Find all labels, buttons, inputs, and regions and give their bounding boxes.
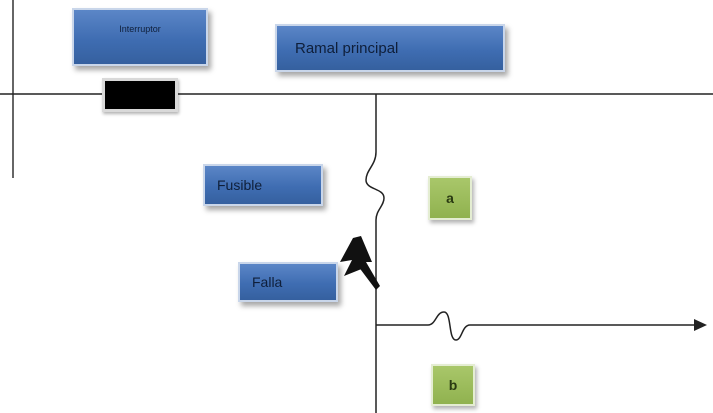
falla-label: Falla	[252, 274, 283, 290]
branch-line-with-fuse	[365, 94, 385, 413]
falla-box: Falla	[238, 262, 338, 302]
ramal-principal-box: Ramal principal	[275, 24, 505, 72]
interruptor-box: Interruptor	[72, 8, 208, 66]
ramal-principal-label: Ramal principal	[295, 39, 399, 57]
point-a-box: a	[428, 176, 472, 220]
lightning-bolt-icon	[340, 236, 380, 290]
fusible-box: Fusible	[203, 164, 323, 206]
interruptor-label: Interruptor	[119, 24, 161, 34]
point-b-box: b	[431, 364, 475, 406]
point-b-label: b	[448, 377, 458, 393]
point-a-label: a	[446, 190, 454, 206]
fusible-label: Fusible	[217, 177, 263, 193]
black-block	[102, 78, 178, 112]
lateral-branch-line	[376, 311, 694, 341]
arrow-right-icon	[694, 319, 707, 331]
